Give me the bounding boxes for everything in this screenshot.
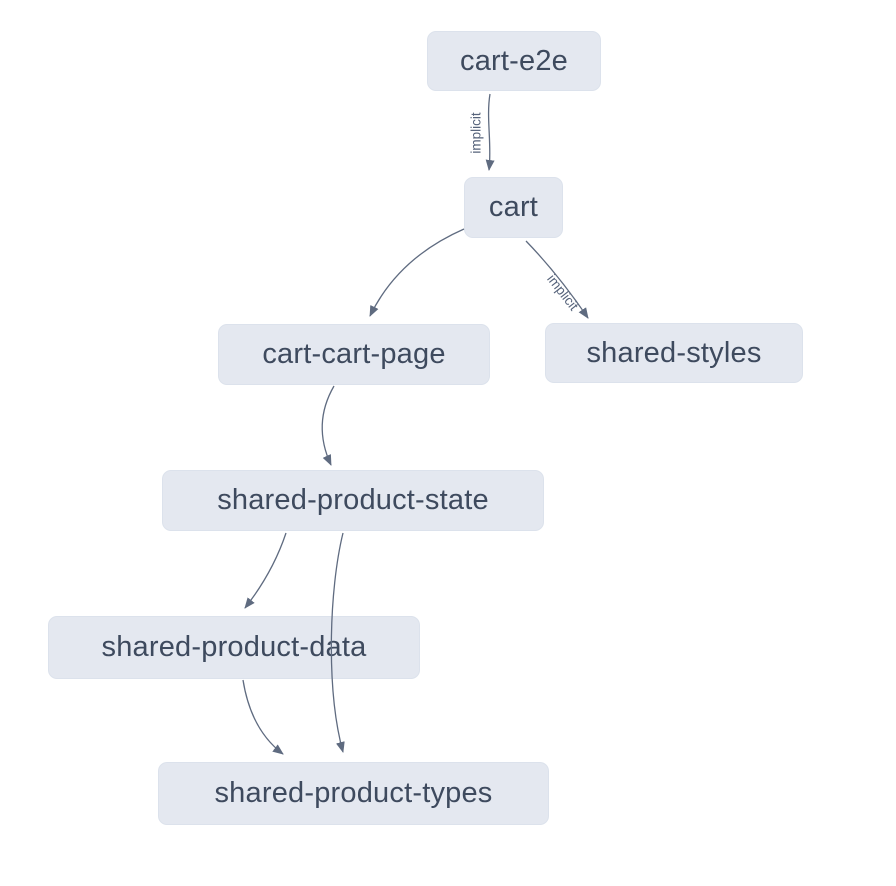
graph-node-cart[interactable]: cart: [464, 177, 563, 238]
node-label: shared-product-state: [217, 484, 489, 516]
graph-node-shared-product-data[interactable]: shared-product-data: [48, 616, 420, 679]
graph-node-shared-product-state[interactable]: shared-product-state: [162, 470, 544, 531]
edge-cart-to-cart-cart-page: [369, 228, 465, 317]
node-label: cart-cart-page: [262, 338, 446, 370]
node-label: shared-product-types: [214, 777, 493, 809]
graph-node-cart-e2e[interactable]: cart-e2e: [427, 31, 601, 91]
edge-label-implicit-cart-shared-styles: implicit: [544, 272, 581, 314]
node-label: shared-product-data: [101, 631, 367, 663]
graph-node-shared-styles[interactable]: shared-styles: [545, 323, 803, 383]
edge-cart-e2e-to-cart: [485, 93, 495, 171]
edge-shared-product-state-to-shared-product-data: [244, 532, 287, 609]
graph-node-cart-cart-page[interactable]: cart-cart-page: [218, 324, 490, 385]
edge-label-implicit-cart-e2e-cart: implicit: [469, 112, 484, 154]
node-label: shared-styles: [586, 336, 762, 369]
node-label: cart-e2e: [460, 44, 568, 77]
edge-shared-product-data-to-shared-product-types: [242, 679, 284, 755]
node-label: cart: [488, 191, 539, 223]
edge-cart-to-shared-styles: [525, 240, 589, 319]
graph-node-shared-product-types[interactable]: shared-product-types: [158, 762, 549, 825]
edge-cart-cart-page-to-shared-product-state: [321, 385, 335, 466]
